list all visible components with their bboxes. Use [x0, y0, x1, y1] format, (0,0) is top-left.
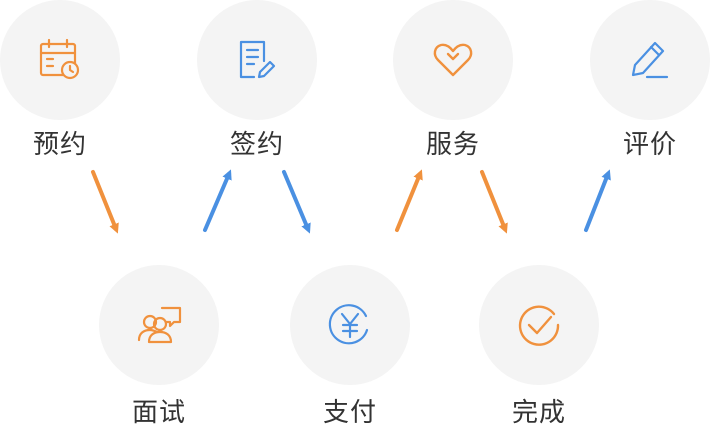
step-yuyue-circle: [0, 0, 120, 120]
step-wancheng-label: 完成: [511, 398, 566, 428]
step-yuyue-label: 预约: [32, 130, 87, 160]
step-fuwu-label: 服务: [425, 130, 480, 160]
step-mianshi-label: 面试: [131, 398, 186, 428]
step-pingjia-label: 评价: [622, 130, 677, 160]
arrow-yuyue-to-mianshi: [91, 170, 119, 234]
arrow-qianyue-to-zhifu: [282, 170, 311, 234]
pencil-icon: [631, 41, 669, 79]
arrow-wancheng-to-pingjia: [584, 169, 611, 232]
step-qianyue-circle: [197, 0, 317, 120]
step-zhifu-circle: [290, 265, 410, 385]
heart-icon: [433, 43, 473, 77]
arrow-mianshi-to-qianyue: [203, 169, 232, 232]
document-pen-icon: [239, 40, 276, 79]
step-qianyue-label: 签约: [229, 130, 284, 160]
check-circle-icon: [518, 305, 560, 346]
calendar-clock-icon: [39, 38, 80, 80]
yen-icon: [328, 304, 369, 345]
step-zhifu-label: 支付: [322, 398, 377, 428]
step-wancheng-circle: [479, 265, 599, 385]
arrow-fuwu-to-wancheng: [480, 170, 508, 234]
step-mianshi-circle: [99, 265, 219, 385]
step-fuwu-circle: [393, 0, 513, 120]
people-chat-icon: [137, 306, 182, 344]
arrow-zhifu-to-fuwu: [395, 169, 423, 232]
step-pingjia-circle: [590, 0, 710, 120]
